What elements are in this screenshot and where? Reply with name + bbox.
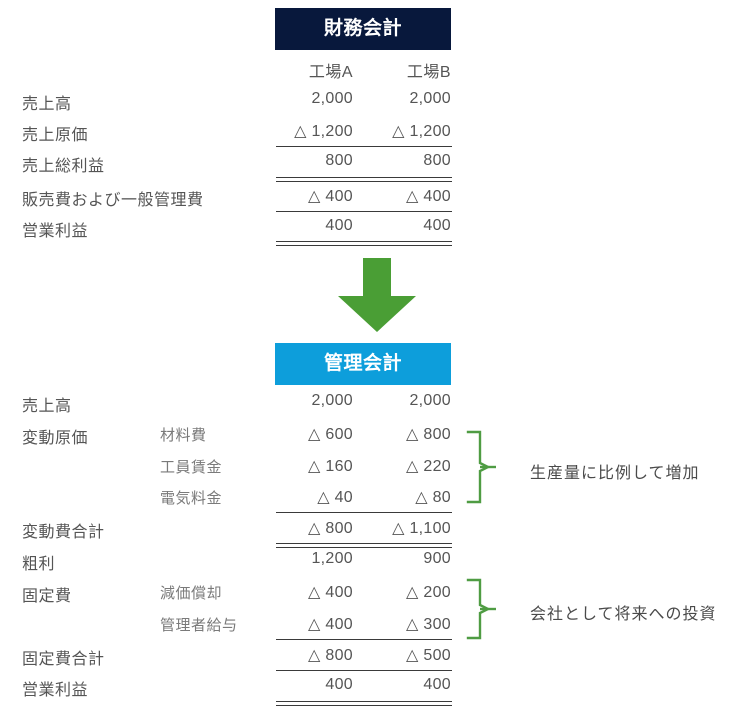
- row-value-factory-a: 400: [325, 217, 353, 234]
- row-label: 固定費: [22, 588, 72, 605]
- row-label: 変動費合計: [22, 524, 105, 541]
- row-value-factory-a: 1,200: [311, 550, 353, 567]
- row-value-factory-b: △ 800: [406, 426, 451, 443]
- row-value-factory-a: △ 800: [308, 520, 353, 537]
- table-row: 売上高 2,000 2,000: [0, 90, 750, 121]
- table-row: 変動原価 材料費 △ 600 △ 800: [0, 424, 750, 455]
- table-row: 工員賃金 △ 160 △ 220: [0, 456, 750, 487]
- table-row: 売上原価 △ 1,200 △ 1,200: [0, 121, 750, 152]
- row-rule-single: [276, 146, 452, 147]
- fixed-cost-brace-icon: [466, 578, 496, 640]
- row-rule-double: [276, 177, 452, 182]
- fixed-cost-annotation: 会社として将来への投資: [530, 606, 717, 623]
- row-value-factory-a: △ 400: [308, 188, 353, 205]
- row-label: 売上総利益: [22, 158, 105, 175]
- row-label: 売上高: [22, 398, 72, 415]
- row-value-factory-b: △ 1,100: [392, 520, 451, 537]
- table-row: 売上総利益 800 800: [0, 152, 750, 183]
- table-row: 販売費および一般管理費 △ 400 △ 400: [0, 186, 750, 217]
- row-label: 売上原価: [22, 127, 89, 144]
- row-label: 営業利益: [22, 682, 89, 699]
- row-value-factory-b: 2,000: [409, 90, 451, 107]
- table-row: 電気料金 △ 40 △ 80: [0, 487, 750, 518]
- row-value-factory-b: △ 200: [406, 584, 451, 601]
- row-label: 営業利益: [22, 223, 89, 240]
- table-row: 売上高 2,000 2,000: [0, 392, 750, 423]
- financial-column-header-factory-a: 工場A: [308, 64, 353, 81]
- row-value-factory-b: 400: [423, 217, 451, 234]
- down-arrow-icon: [338, 258, 416, 332]
- row-value-factory-a: △ 1,200: [294, 123, 353, 140]
- row-value-factory-b: △ 500: [406, 647, 451, 664]
- row-sub-label: 材料費: [160, 427, 207, 444]
- management-accounting-banner: 管理会計: [275, 343, 451, 385]
- row-rule-double: [276, 241, 452, 246]
- row-rule-single: [276, 512, 452, 513]
- row-value-factory-b: △ 400: [406, 188, 451, 205]
- row-rule-single: [276, 211, 452, 212]
- row-value-factory-a: 400: [325, 676, 353, 693]
- row-value-factory-a: △ 160: [308, 458, 353, 475]
- row-value-factory-a: 2,000: [311, 90, 353, 107]
- row-label: 粗利: [22, 556, 56, 573]
- row-value-factory-b: 800: [423, 152, 451, 169]
- row-rule-single: [276, 670, 452, 671]
- table-row: 固定費合計 △ 800 △ 500: [0, 645, 750, 676]
- row-value-factory-b: △ 1,200: [392, 123, 451, 140]
- table-row: 変動費合計 △ 800 △ 1,100: [0, 518, 750, 549]
- row-rule-single: [276, 639, 452, 640]
- table-row: 管理者給与 △ 400 △ 300: [0, 614, 750, 645]
- row-value-factory-b: 900: [423, 550, 451, 567]
- row-label: 変動原価: [22, 430, 89, 447]
- variable-cost-annotation: 生産量に比例して増加: [530, 465, 700, 482]
- row-rule-double: [276, 543, 452, 548]
- financial-column-header-factory-b: 工場B: [406, 64, 451, 81]
- row-label: 売上高: [22, 96, 72, 113]
- row-rule-double: [276, 701, 452, 706]
- row-sub-label: 管理者給与: [160, 617, 238, 634]
- row-label: 固定費合計: [22, 651, 105, 668]
- row-value-factory-a: 800: [325, 152, 353, 169]
- financial-accounting-banner: 財務会計: [275, 8, 451, 50]
- row-sub-label: 電気料金: [160, 490, 223, 507]
- row-label: 販売費および一般管理費: [22, 192, 204, 209]
- row-value-factory-b: 400: [423, 676, 451, 693]
- row-value-factory-a: △ 40: [317, 489, 353, 506]
- row-value-factory-b: △ 220: [406, 458, 451, 475]
- variable-cost-brace-icon: [466, 430, 496, 504]
- row-value-factory-a: △ 600: [308, 426, 353, 443]
- row-value-factory-a: △ 400: [308, 584, 353, 601]
- row-value-factory-b: 2,000: [409, 392, 451, 409]
- table-row: 営業利益 400 400: [0, 217, 750, 248]
- table-row: 営業利益 400 400: [0, 676, 750, 707]
- row-sub-label: 減価償却: [160, 585, 223, 602]
- row-value-factory-a: △ 800: [308, 647, 353, 664]
- row-value-factory-b: △ 300: [406, 616, 451, 633]
- table-row: 固定費 減価償却 △ 400 △ 200: [0, 582, 750, 613]
- row-sub-label: 工員賃金: [160, 459, 223, 476]
- row-value-factory-a: 2,000: [311, 392, 353, 409]
- row-value-factory-a: △ 400: [308, 616, 353, 633]
- row-value-factory-b: △ 80: [415, 489, 451, 506]
- table-row: 粗利 1,200 900: [0, 550, 750, 581]
